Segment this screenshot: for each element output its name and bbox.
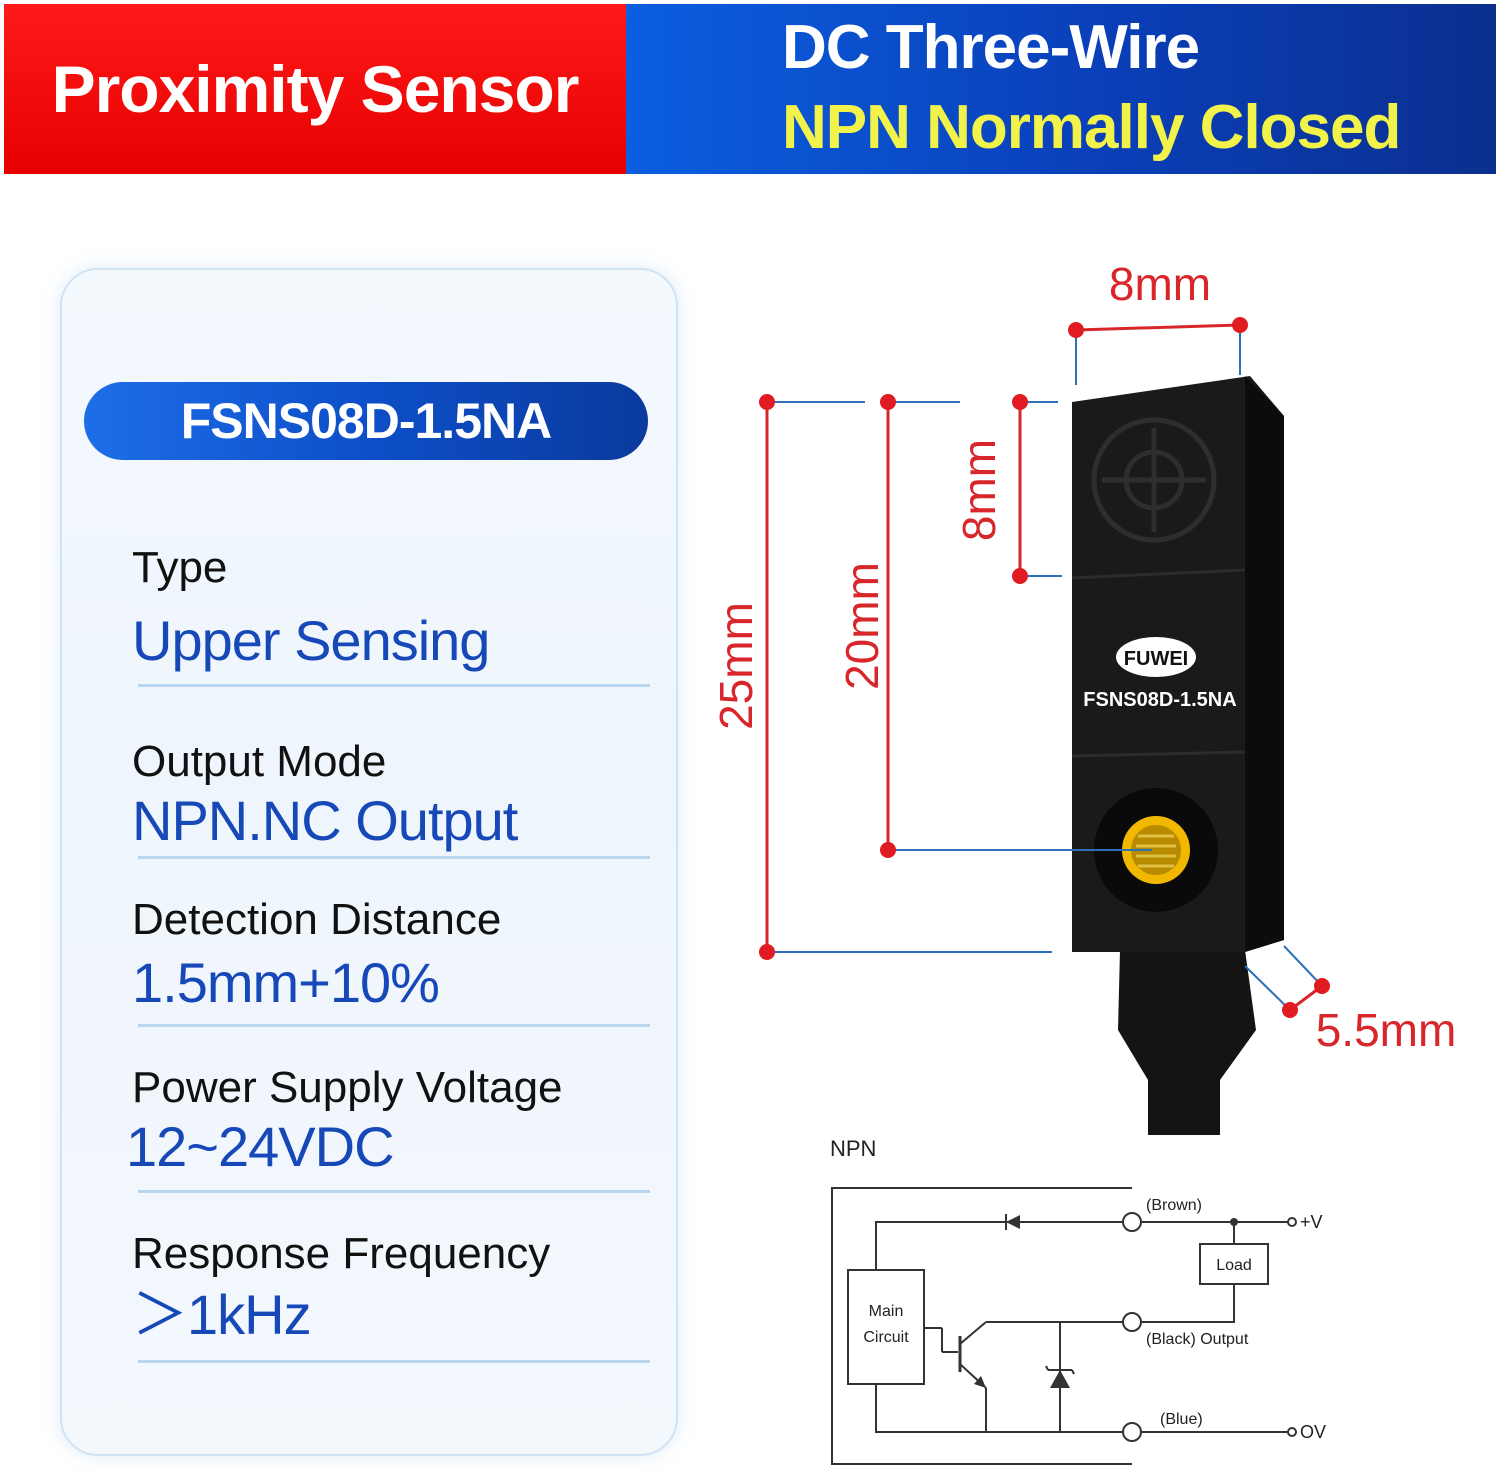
spec-output-mode: Output Mode NPN.NC Output: [132, 736, 652, 859]
main-circuit-block: [847, 1269, 925, 1385]
spec-card: FSNS08D-1.5NA Type Upper Sensing Output …: [60, 268, 678, 1456]
banner-subtitle-block: DC Three-Wire NPN Normally Closed: [626, 4, 1496, 174]
output-type-title: NPN Normally Closed: [782, 93, 1401, 162]
load-label: Load: [1216, 1257, 1252, 1274]
terminal-blue: [1122, 1422, 1142, 1442]
spec-type: Type Upper Sensing: [132, 542, 652, 687]
diode-icon: [1006, 1215, 1020, 1229]
model-badge: FSNS08D-1.5NA: [84, 382, 648, 460]
wire-supply: [875, 1221, 1132, 1270]
dimension-head-height: 8mm: [953, 394, 1062, 584]
spec-value: 1.5mm+10%: [132, 951, 440, 1014]
npn-transistor-icon: [924, 1321, 1132, 1432]
terminal-brown: [1122, 1212, 1142, 1232]
sensor-housing-outline: [831, 1187, 1132, 1465]
divider: [138, 684, 650, 687]
brand-logo-oval: [1116, 637, 1196, 677]
dimension-hole-distance: 20mm: [836, 394, 1152, 858]
dimension-label: 20mm: [836, 562, 888, 690]
mounting-hole-icon: [1094, 788, 1218, 912]
zener-diode-icon: [1045, 1322, 1075, 1432]
sensing-face-icon: [1091, 417, 1217, 543]
sensor-dimension-drawing: FUWEI FSNS08D-1.5NA 8mm 8mm 25mm: [710, 258, 1457, 1135]
spec-power-supply-voltage: Power Supply Voltage 12~24VDC: [126, 1062, 652, 1193]
spec-label: Response Frequency: [132, 1229, 551, 1278]
load-block: [1199, 1243, 1269, 1285]
dimension-label: 8mm: [953, 439, 1005, 541]
dimension-width: 8mm: [1068, 258, 1248, 385]
header-banner: Proximity Sensor DC Three-Wire NPN Norma…: [4, 4, 1496, 174]
plus-v-label: +V: [1300, 1212, 1323, 1232]
wire-label-black-output: (Black) Output: [1146, 1331, 1249, 1348]
main-circuit-label: Main: [869, 1303, 904, 1320]
dimension-label: 8mm: [1109, 258, 1211, 310]
wire-label-blue: (Blue): [1160, 1411, 1203, 1428]
wire-label-brown: (Brown): [1146, 1197, 1202, 1214]
spec-label: Output Mode: [132, 737, 387, 786]
terminal-black: [1122, 1312, 1142, 1332]
sensor-model-print: FSNS08D-1.5NA: [1083, 689, 1236, 711]
npn-wiring-diagram: NPN Main Circuit (Brown) (Black) Output …: [830, 1136, 1326, 1465]
spec-label: Power Supply Voltage: [132, 1063, 563, 1112]
dimension-label: 25mm: [710, 602, 762, 730]
zero-v-label: OV: [1300, 1422, 1326, 1442]
spec-label: Type: [132, 543, 228, 592]
wire-type-title: DC Three-Wire: [782, 13, 1200, 82]
spec-value: NPN.NC Output: [132, 789, 518, 852]
divider: [138, 1360, 650, 1363]
divider: [138, 856, 650, 859]
model-number: FSNS08D-1.5NA: [180, 393, 552, 449]
brand-name: FUWEI: [1124, 648, 1188, 670]
spec-value: ＞1kHz: [132, 1283, 312, 1346]
dimension-total-length: 25mm: [710, 394, 1052, 960]
spec-value: Upper Sensing: [132, 609, 490, 672]
sensor-body-side: [1245, 376, 1284, 952]
main-circuit-label: Circuit: [863, 1329, 909, 1346]
product-category-title: Proximity Sensor: [51, 52, 580, 126]
spec-value: 12~24VDC: [126, 1115, 395, 1178]
spec-detection-distance: Detection Distance 1.5mm+10%: [132, 894, 652, 1027]
dimension-label: 5.5mm: [1316, 1004, 1457, 1056]
divider: [138, 1024, 650, 1027]
divider: [138, 1190, 650, 1193]
sensor-seam: [1071, 568, 1246, 580]
dimension-thickness: 5.5mm: [1244, 945, 1457, 1056]
wire-ground: [875, 1384, 1132, 1433]
sensor-cable: [1118, 950, 1256, 1135]
banner-title-block: Proximity Sensor: [4, 4, 626, 174]
spec-response-frequency: Response Frequency ＞1kHz: [132, 1228, 652, 1363]
sensor-seam: [1071, 750, 1246, 758]
spec-label: Detection Distance: [132, 895, 502, 944]
circuit-title: NPN: [830, 1136, 876, 1161]
